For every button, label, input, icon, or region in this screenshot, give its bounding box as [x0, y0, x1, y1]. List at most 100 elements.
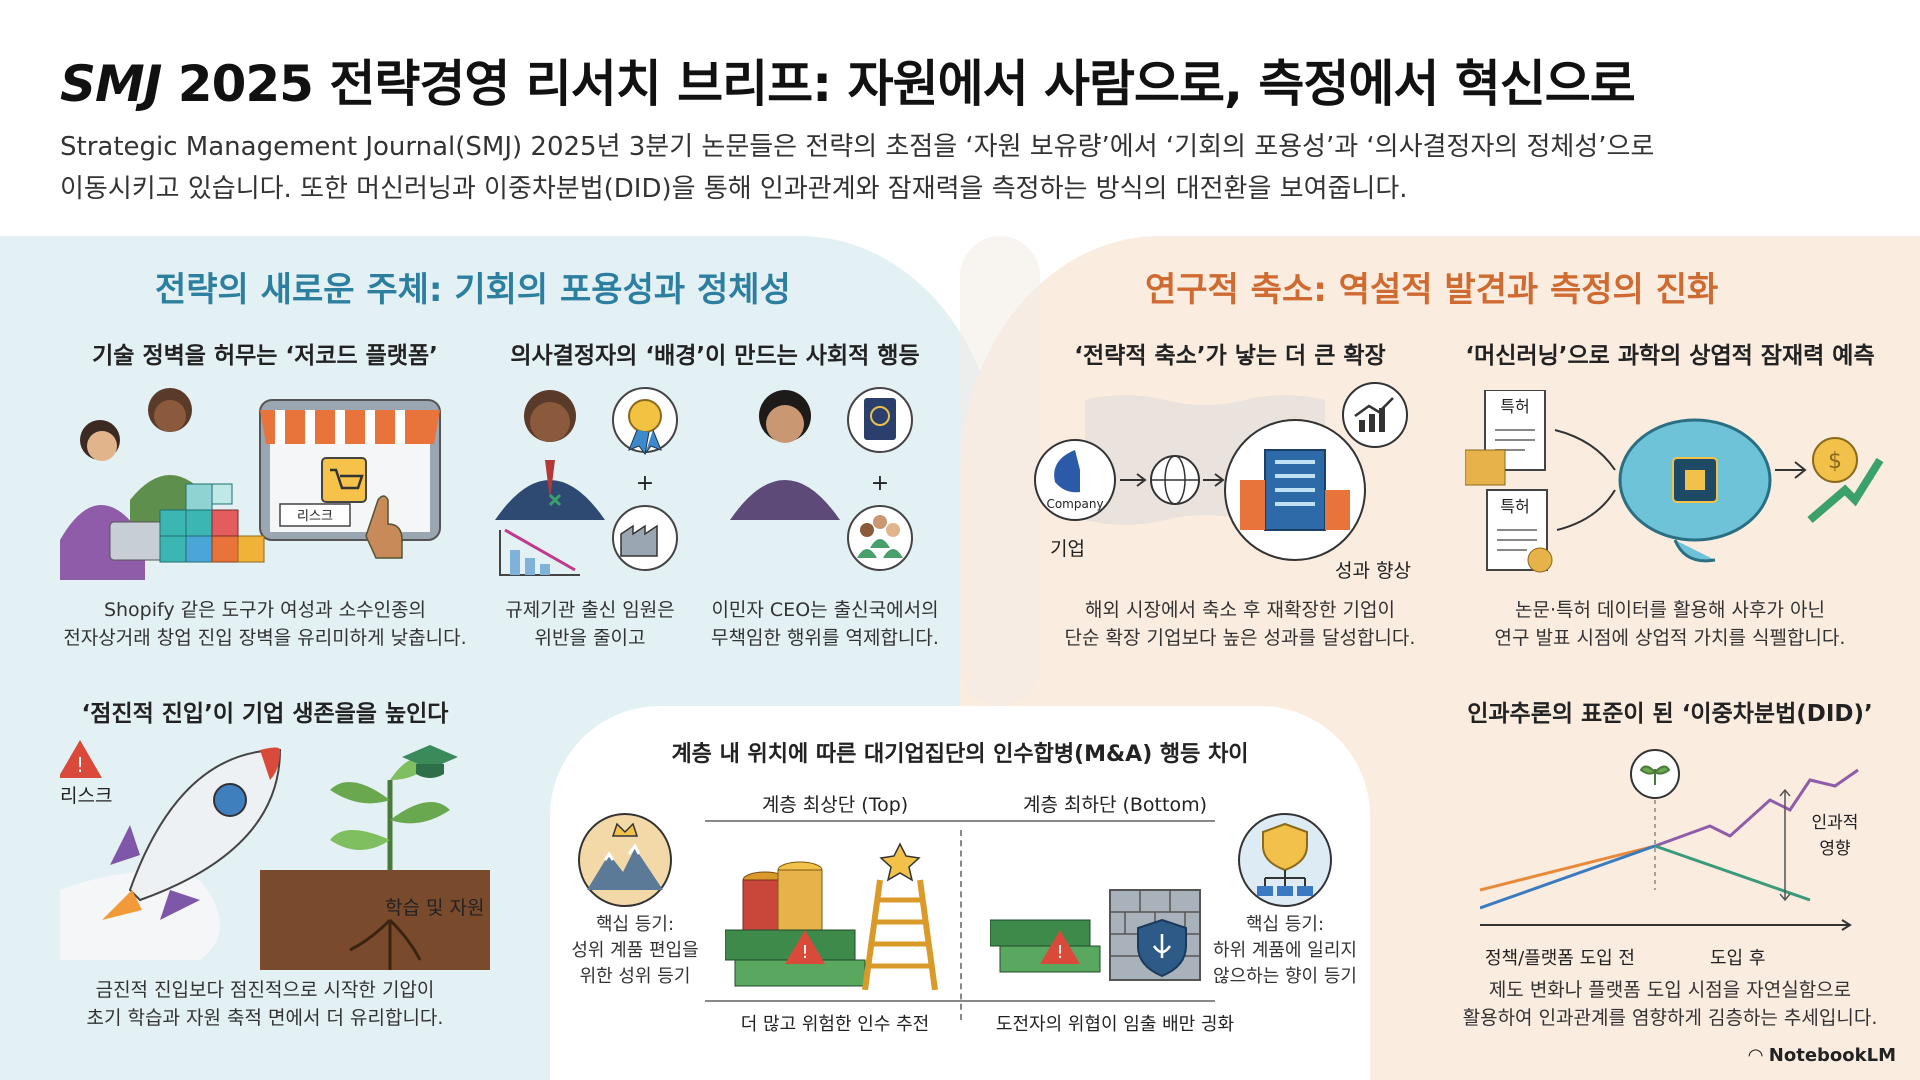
- brick-wall-shield-icon: [1109, 889, 1201, 981]
- center-heading: 계층 내 위치에 따른 대기업집단의 인수합병(M&A) 행등 차이: [671, 742, 1249, 767]
- nocode-illustration: 리스크: [60, 388, 441, 580]
- left-section-title: 전략의 새로운 주체: 기회의 포용성과 정체성: [155, 270, 791, 310]
- brain-chip-icon: [1618, 418, 1772, 563]
- graduation-cap-icon: [402, 745, 458, 778]
- entry-risk-label: 리스크: [60, 785, 112, 807]
- svg-text:!: !: [76, 753, 84, 777]
- top-caption: 더 많고 위험한 인수 추전: [740, 1014, 930, 1035]
- nocode-heading: 기술 정벽을 허무는 ‘저코드 플랫폼’: [92, 343, 438, 369]
- ml-caption: 논문·특허 데이터를 활용해 사후가 아닌 연구 발표 시점에 상업적 가치를 …: [1460, 596, 1880, 652]
- bottom-caption: 도전자의 위협이 임출 배만 긩화: [995, 1014, 1235, 1035]
- background-caption-b2: 무책임한 행위를 역제합니다.: [711, 627, 939, 649]
- money-stack-icon: [990, 919, 1101, 973]
- doc-label-2: 특허: [1500, 497, 1529, 516]
- company-logo-text: Company: [1046, 497, 1103, 511]
- entry-caption-2: 초기 학습과 자원 축적 면에서 더 유리합니다.: [86, 1007, 444, 1029]
- svg-text:+: +: [636, 471, 654, 496]
- retrench-illustration: Company: [1034, 382, 1408, 561]
- did-chart: [1480, 749, 1859, 931]
- nocode-caption-1: Shopify 같은 도구가 여성과 소수인종의: [103, 599, 427, 621]
- passport-icon: [847, 387, 913, 453]
- rocket-icon: [102, 747, 282, 920]
- sprout-icon: [1630, 749, 1680, 799]
- svg-text:!: !: [801, 942, 808, 963]
- money-stack-icon: [725, 861, 866, 987]
- right-motive: 핵십 등기: 하위 계품에 일리지 않으하는 향이 등기: [1210, 912, 1360, 990]
- coin-arrow-icon: $: [1807, 437, 1884, 524]
- entry-heading: ‘점진적 진입’이 기업 생존을을 높인다: [81, 701, 449, 727]
- right-motive-3: 않으하는 향이 등기: [1213, 966, 1357, 987]
- crown-mountain-icon: [578, 813, 672, 907]
- did-effect-label-2: 영향: [1819, 839, 1851, 859]
- left-motive-3: 위한 성위 등기: [579, 966, 691, 987]
- ml-caption-2: 연구 발표 시점에 상업적 가치를 식펠합니다.: [1494, 627, 1846, 649]
- background-caption-a1: 규제기관 출신 임원은: [505, 599, 675, 621]
- perf-label: 성과 향상: [1335, 560, 1411, 582]
- intro-line-1: Strategic Management Journal(SMJ) 2025년 …: [60, 132, 1655, 162]
- people-icon: [847, 505, 913, 571]
- doc-label-1: 특허: [1500, 397, 1529, 416]
- retrench-heading: ‘전략적 축소’가 낳는 더 큰 확장: [1074, 343, 1386, 369]
- did-caption: 제도 변화나 플랫폼 도입 시점을 자연실함으로 활용하여 인과관계를 염향하게…: [1450, 976, 1890, 1032]
- brand-text: NotebookLM: [1768, 1045, 1896, 1066]
- left-motive-2: 성위 계품 편입을: [571, 940, 699, 961]
- did-effect-label-1: 인과적: [1811, 813, 1859, 833]
- ladder-star-icon: [862, 842, 938, 990]
- entry-learn-label: 학습 및 자원: [385, 897, 484, 919]
- nocode-caption: Shopify 같은 도구가 여성과 소수인종의 전자상거래 창업 진입 장벽을…: [40, 596, 490, 652]
- warning-icon: !: [60, 740, 102, 778]
- title-journal: SMJ: [60, 55, 162, 113]
- entry-illustration: ! 리스크 학습 및 자원: [60, 740, 490, 970]
- warning-icon: !: [1040, 930, 1080, 964]
- intro-line-2: 이동시키고 있습니다. 또한 머신러닝과 이중차분법(DID)을 통해 인과관계…: [60, 174, 1408, 204]
- ml-caption-1: 논문·특허 데이터를 활용해 사후가 아닌: [1515, 599, 1825, 621]
- left-motive-1: 핵십 등기:: [595, 914, 675, 935]
- did-effect-label: 인과적 영향: [1805, 810, 1865, 862]
- did-heading: 인과추론의 표준이 된 ‘이중차분법(DID)’: [1467, 701, 1873, 727]
- firm-label: 기업: [1050, 538, 1085, 560]
- title-text: 2025 전략경영 리서치 브리프: 자원에서 사람으로, 측정에서 혁신으로: [161, 55, 1636, 113]
- left-motive: 핵십 등기: 성위 계품 편입을 위한 성위 등기: [560, 912, 710, 990]
- svg-text:+: +: [871, 471, 889, 496]
- panel-overlap: [960, 236, 1040, 706]
- factory-icon: [612, 505, 678, 571]
- background-caption-b1: 이민자 CEO는 출신국에서의: [711, 599, 939, 621]
- cart-icon: [321, 457, 367, 503]
- growth-chart-icon: [1342, 382, 1408, 448]
- did-caption-1: 제도 변화나 플랫폼 도입 시점을 자연실함으로: [1488, 979, 1852, 1001]
- right-section-title: 연구적 축소: 역설적 발견과 측정의 진화: [1145, 270, 1719, 310]
- background-illustration: + +: [495, 387, 913, 576]
- svg-text:$: $: [1828, 449, 1842, 474]
- ml-illustration: 특허 특허 $: [1465, 390, 1884, 573]
- globe-icon: [1150, 455, 1200, 505]
- svg-text:!: !: [1056, 942, 1063, 963]
- did-caption-2: 활용하여 인과관계를 염향하게 김층하는 추세입니다.: [1462, 1007, 1878, 1029]
- right-motive-1: 핵십 등기:: [1245, 914, 1325, 935]
- intro-text: Strategic Management Journal(SMJ) 2025년 …: [60, 126, 1860, 210]
- brand-logo-icon: ◠: [1748, 1045, 1769, 1066]
- retrench-caption: 해외 시장에서 축소 후 재확장한 기업이 단순 확장 기업보다 높은 성과를 …: [1020, 596, 1460, 652]
- entry-caption: 금진적 진입보다 점진적으로 시작한 기압이 초기 학습과 자원 축적 면에서 …: [40, 976, 490, 1032]
- right-motive-2: 하위 계품에 일리지: [1213, 940, 1357, 961]
- background-caption-b: 이민자 CEO는 출신국에서의 무책임한 행위를 역제합니다.: [690, 596, 960, 652]
- background-caption-a2: 위반을 줄이고: [534, 627, 646, 649]
- center-divider: [960, 830, 962, 1020]
- retrench-caption-1: 해외 시장에서 축소 후 재확장한 기업이: [1085, 599, 1395, 621]
- top-rule: [705, 820, 1215, 822]
- retrench-caption-2: 단순 확장 기업보다 높은 성과를 달성합니다.: [1064, 627, 1416, 649]
- warning-icon: !: [785, 930, 825, 964]
- screen-label: 리스크: [297, 509, 333, 524]
- nocode-caption-2: 전자상거래 창업 진입 장벽을 유리미하게 낮춥니다.: [63, 627, 467, 649]
- top-illustration: !: [725, 842, 938, 990]
- entry-caption-1: 금진적 진입보다 점진적으로 시작한 기압이: [95, 979, 435, 1001]
- did-axis-before: 정책/플랫폼 도입 전: [1485, 948, 1635, 969]
- medal-icon: [612, 387, 678, 456]
- brand-mark: ◠ NotebookLM: [1749, 1045, 1896, 1066]
- page-title: SMJ 2025 전략경영 리서치 브리프: 자원에서 사람으로, 측정에서 혁…: [60, 44, 1860, 116]
- cube-blocks-icon: [159, 483, 265, 563]
- did-axis-after: 도입 후: [1710, 948, 1766, 969]
- background-heading: 의사결정자의 ‘배경’이 만드는 사회적 행등: [510, 343, 920, 369]
- bottom-illustration: !: [990, 889, 1201, 981]
- top-label: 계층 최상단 (Top): [761, 794, 909, 816]
- bottom-label: 계층 최하단 (Bottom): [1023, 794, 1207, 816]
